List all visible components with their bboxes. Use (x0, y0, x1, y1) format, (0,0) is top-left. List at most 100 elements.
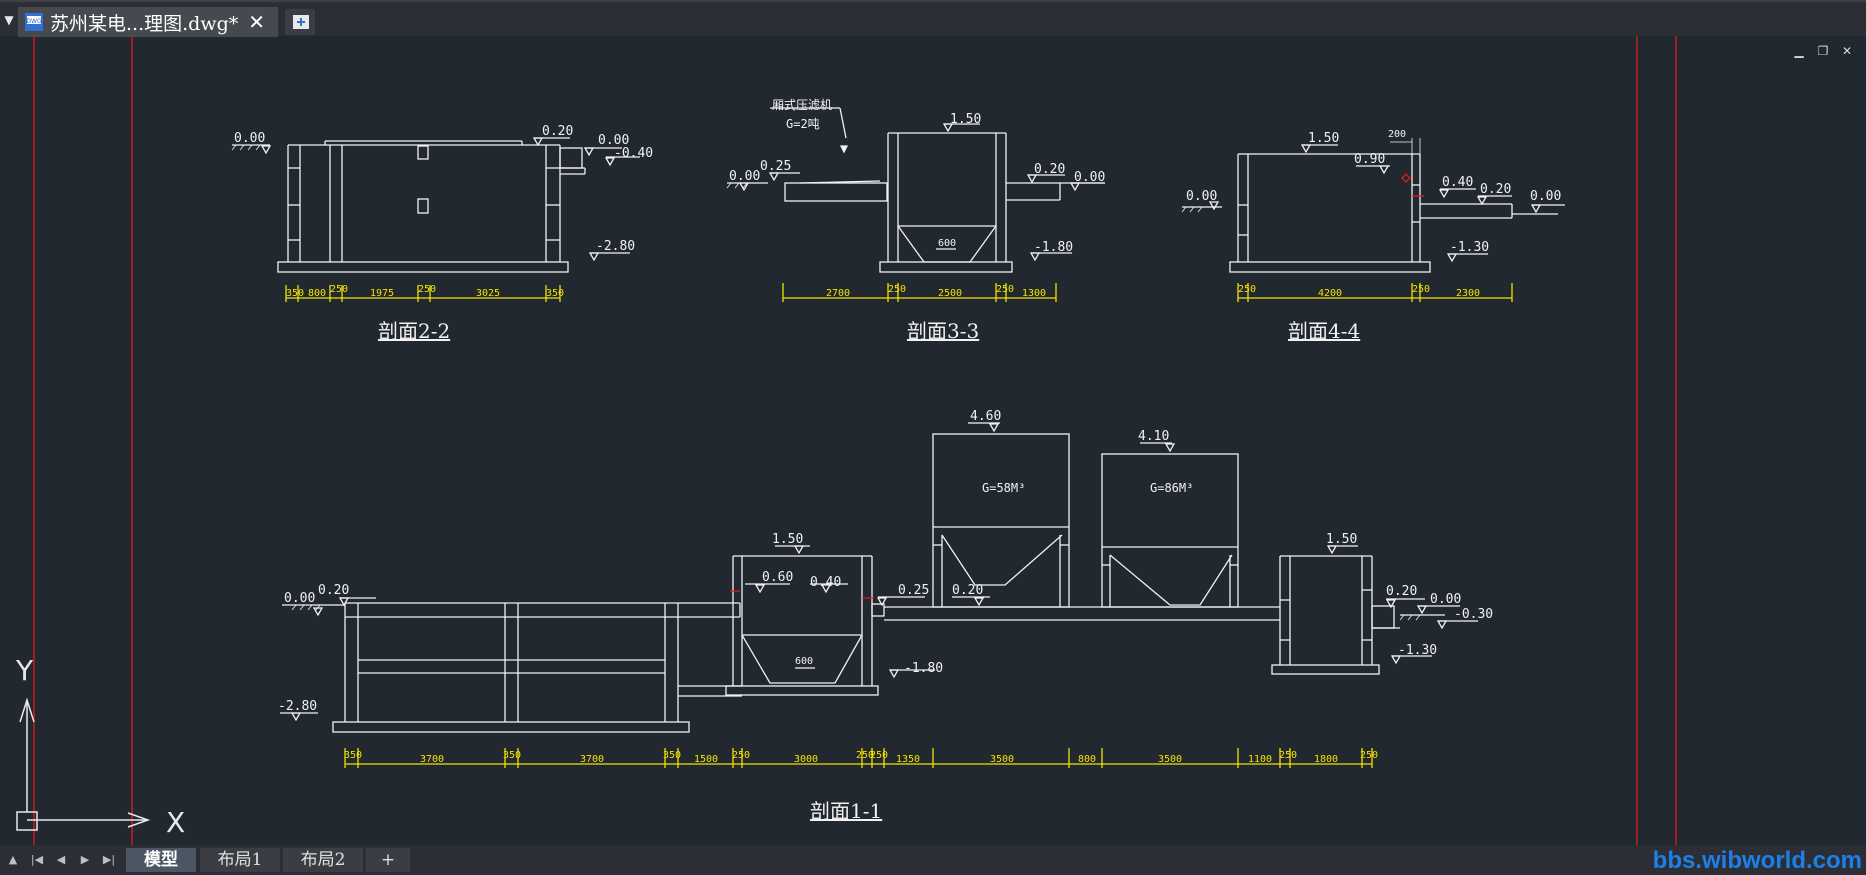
document-tab[interactable]: DWG 苏州某电...理图.dwg* ✕ (18, 7, 278, 37)
dim-label: 2300 (1456, 288, 1480, 299)
drawing-canvas[interactable]: 0.00 0.20 0.00 -0.40 -2.80 剖面2-2 350 800… (0, 36, 1866, 845)
level-label: 1.50 (950, 112, 981, 127)
dim-label: 3700 (420, 754, 444, 765)
close-icon[interactable]: ✕ (1841, 44, 1853, 58)
tab-layout2[interactable]: 布局2 (283, 848, 363, 872)
dim-label: 350 (344, 750, 362, 761)
frame-lines (33, 36, 1677, 845)
dim-label: 2700 (826, 288, 850, 299)
dim-label: 4200 (1318, 288, 1342, 299)
add-layout-button[interactable]: + (366, 848, 410, 872)
level-label: 0.40 (810, 575, 841, 590)
annotation: G=2吨 (786, 117, 820, 131)
level-label: 0.25 (760, 159, 791, 174)
level-label: 0.00 (598, 133, 629, 148)
level-label: 0.90 (1354, 152, 1385, 167)
tab-model[interactable]: 模型 (126, 848, 196, 872)
level-label: 0.60 (762, 570, 793, 585)
level-label: 0.00 (1530, 189, 1561, 204)
document-tab-bar: ▼ DWG 苏州某电...理图.dwg* ✕ (0, 0, 1866, 37)
dim-label: 3700 (580, 754, 604, 765)
section-title: 剖面2-2 (378, 319, 450, 343)
scroll-up-icon[interactable]: ▲ (8, 853, 18, 866)
dim-label: 250 (732, 750, 750, 761)
level-label: -1.80 (904, 661, 943, 676)
dim-label: 3500 (1158, 754, 1182, 765)
level-label: 0.20 (1034, 162, 1065, 177)
window-controls: ▁ ❐ ✕ (1792, 44, 1854, 58)
level-label: 0.20 (542, 124, 573, 139)
section-4-4-marker (1401, 173, 1424, 197)
layout-tab-bar: ▲ |◀ ◀ ▶ ▶| 模型 布局1 布局2 + bbs.wibworld.co… (0, 845, 1866, 875)
level-label: 0.20 (952, 583, 983, 598)
dim-label: 250 (888, 284, 906, 295)
new-tab-button[interactable] (285, 9, 315, 35)
dim-label: 1100 (1248, 754, 1272, 765)
level-label: 0.40 (1442, 175, 1473, 190)
dim-label: 250 (1412, 284, 1430, 295)
level-label: -1.30 (1450, 240, 1489, 255)
level-label: 0.00 (1430, 592, 1461, 607)
tab-layout1[interactable]: 布局1 (200, 848, 280, 872)
minimize-icon[interactable]: ▁ (1794, 44, 1804, 58)
restore-icon[interactable]: ❐ (1817, 44, 1829, 58)
dim-label: 3500 (990, 754, 1014, 765)
dim-label: 250 (1238, 284, 1256, 295)
level-label: 0.20 (1480, 182, 1511, 197)
level-label: 0.20 (1386, 584, 1417, 599)
dim-label: 350 (286, 288, 304, 299)
dim-label: 250 (856, 750, 874, 761)
level-label: -2.80 (278, 699, 317, 714)
prev-layout-icon[interactable]: ◀ (56, 853, 66, 866)
level-label: 0.20 (318, 583, 349, 598)
dim-label: 1975 (370, 288, 394, 299)
ucs-x-label: X (166, 806, 185, 839)
level-label: 1.50 (1308, 131, 1339, 146)
section-1-1 (280, 422, 1478, 733)
level-label: 1.50 (772, 532, 803, 547)
dim-label: 1350 (896, 754, 920, 765)
level-label: 0.00 (1074, 170, 1105, 185)
dim-label: 250 (418, 284, 436, 295)
dim-label: 1500 (694, 754, 718, 765)
ucs-icon (16, 697, 151, 831)
svg-text:DWG: DWG (26, 18, 42, 25)
dim-label: 250 (1360, 750, 1378, 761)
section-3-3-dims (782, 283, 1057, 302)
dwg-file-icon: DWG (25, 13, 43, 31)
dim-label: 250 (870, 750, 888, 761)
level-label: -0.40 (614, 146, 653, 161)
document-tab-title: 苏州某电...理图.dwg* (50, 12, 239, 35)
new-drawing-icon (293, 15, 309, 29)
level-label: -0.30 (1454, 607, 1493, 622)
dim-label: 1800 (1314, 754, 1338, 765)
level-label: 0.00 (284, 591, 315, 606)
dim-label: 1300 (1022, 288, 1046, 299)
level-label: 0.00 (234, 131, 265, 146)
section-1-1-markers (730, 590, 874, 599)
dim-label: 3025 (476, 288, 500, 299)
dim-label: 800 (1078, 754, 1096, 765)
level-label: 4.10 (1138, 429, 1169, 444)
last-layout-icon[interactable]: ▶| (102, 853, 116, 866)
dim-label: 2500 (938, 288, 962, 299)
dim-label: 350 (663, 750, 681, 761)
level-label: 0.25 (898, 583, 929, 598)
level-label: 1.50 (1326, 532, 1357, 547)
dim-label: 200 (1388, 129, 1406, 140)
dim-label: 350 (546, 288, 564, 299)
ucs-y-label: Y (15, 654, 34, 687)
next-layout-icon[interactable]: ▶ (80, 853, 90, 866)
level-label: -1.30 (1398, 643, 1437, 658)
dim-label: 600 (938, 238, 956, 249)
tab-close-icon[interactable]: ✕ (248, 10, 266, 34)
first-layout-icon[interactable]: |◀ (30, 853, 44, 866)
section-title: 剖面4-4 (1288, 319, 1360, 343)
tab-menu-arrow-icon[interactable]: ▼ (4, 13, 14, 27)
section-4-4-dims (1237, 283, 1513, 302)
dim-label: 350 (503, 750, 521, 761)
level-label: -1.80 (1034, 240, 1073, 255)
dim-label: 250 (1279, 750, 1297, 761)
section-2-2-dims (285, 285, 561, 302)
tank-label: G=58M³ (982, 481, 1025, 495)
